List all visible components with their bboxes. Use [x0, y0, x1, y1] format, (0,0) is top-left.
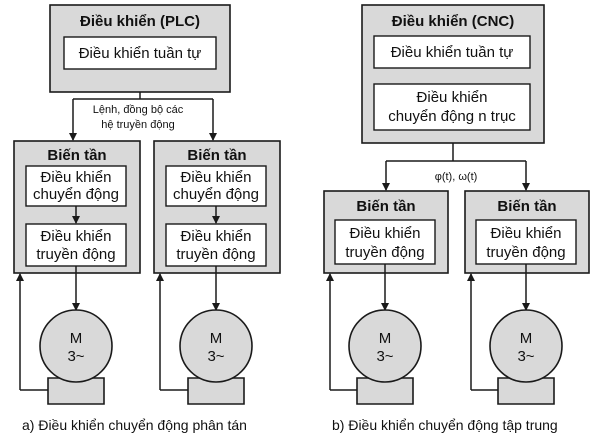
motor-b2-label: M — [520, 330, 533, 347]
caption-a: a) Điều khiển chuyển động phân tán — [22, 417, 247, 433]
motor-a1: M 3~ — [16, 266, 113, 405]
plc-sequential-control-label: Điều khiển tuần tự — [79, 45, 202, 62]
inverter-a2-motion-line2: chuyển động — [173, 186, 259, 203]
inverter-a2-motion-line1: Điều khiển — [181, 169, 252, 186]
cnc-controller-title: Điều khiển (CNC) — [392, 13, 515, 30]
inverter-b1-drive-line2: truyền động — [345, 244, 424, 261]
cnc-motion-control-line2: chuyển động n trục — [388, 108, 516, 125]
inverter-a2-title: Biến tần — [187, 147, 246, 164]
inverter-b1-drive-line1: Điều khiển — [350, 225, 421, 242]
inverter-a1-motion-line1: Điều khiển — [41, 169, 112, 186]
motor-b1-label: M — [379, 330, 392, 347]
plc-controller-block: Điều khiển (PLC) Điều khiển tuần tự — [49, 4, 231, 93]
inverter-a2-drive-line1: Điều khiển — [181, 228, 252, 245]
inverter-b1-title: Biến tần — [356, 198, 415, 215]
cnc-controller-block: Điều khiển (CNC) Điều khiển tuần tự Điều… — [361, 4, 545, 144]
motor-a2: M 3~ — [156, 266, 253, 405]
plc-signal-lines: Lệnh, đồng bộ các hệ truyền động — [69, 92, 217, 141]
plc-controller-title: Điều khiển (PLC) — [80, 13, 200, 30]
motor-b1: M 3~ — [326, 264, 422, 405]
motor-b2-phase: 3~ — [517, 348, 534, 365]
inverter-block-a1: Biến tần Điều khiển chuyển động Điều khi… — [13, 140, 141, 274]
cnc-sequential-control-label: Điều khiển tuần tự — [391, 44, 514, 61]
inverter-a1-motion-line2: chuyển động — [33, 186, 119, 203]
inverter-a1-drive-line1: Điều khiển — [41, 228, 112, 245]
motor-b2: M 3~ — [467, 264, 563, 405]
inverter-a2-drive-line2: truyền động — [176, 246, 255, 263]
cnc-signal-label: φ(t), ω(t) — [435, 171, 478, 183]
cnc-signal-lines: φ(t), ω(t) — [382, 143, 530, 191]
inverter-b2-drive-line1: Điều khiển — [491, 225, 562, 242]
inverter-b2-title: Biến tần — [497, 198, 556, 215]
motor-a1-label: M — [70, 330, 83, 347]
motor-a1-phase: 3~ — [67, 348, 84, 365]
inverter-block-b2: Biến tần Điều khiển truyền động — [464, 190, 590, 274]
inverter-a1-title: Biến tần — [47, 147, 106, 164]
motor-b1-phase: 3~ — [376, 348, 393, 365]
inverter-block-a2: Biến tần Điều khiển chuyển động Điều khi… — [153, 140, 281, 274]
inverter-b2-drive-line2: truyền động — [486, 244, 565, 261]
plc-signal-label-line1: Lệnh, đồng bộ các — [93, 104, 184, 116]
plc-signal-label-line2: hệ truyền động — [101, 119, 174, 131]
cnc-motion-control-line1: Điều khiển — [417, 89, 488, 106]
caption-b: b) Điều khiển chuyển động tập trung — [332, 417, 558, 433]
inverter-a1-drive-line2: truyền động — [36, 246, 115, 263]
motor-a2-label: M — [210, 330, 223, 347]
motor-a2-phase: 3~ — [207, 348, 224, 365]
inverter-block-b1: Biến tần Điều khiển truyền động — [323, 190, 449, 274]
